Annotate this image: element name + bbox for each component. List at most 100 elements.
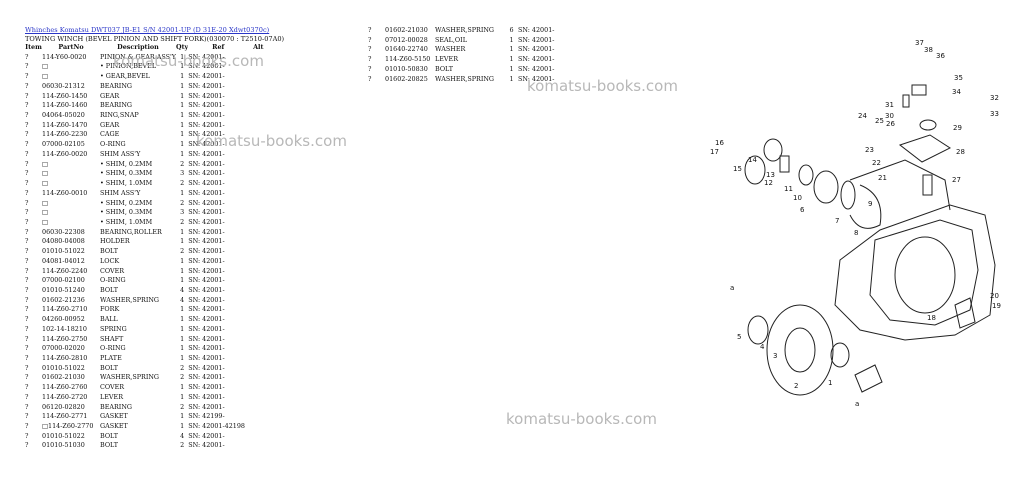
- cell-qty: 1: [180, 256, 185, 265]
- cell-partno: 04080-04008: [42, 237, 85, 246]
- cell-partno: 114-Y60-0020: [42, 52, 87, 61]
- cell-partno: 07000-02105: [42, 140, 85, 149]
- cell-ref: SN: 42001-: [188, 334, 225, 343]
- cell-alt: [248, 422, 268, 432]
- cell-description: GASKET: [100, 422, 128, 431]
- cell-item: ?: [25, 441, 29, 450]
- cell-description: LOCK: [100, 256, 120, 265]
- cell-alt: [248, 150, 268, 160]
- callout-label: 7: [835, 217, 839, 225]
- cell-qty: 1: [180, 101, 185, 110]
- cell-partno: 01010-51030: [42, 441, 85, 450]
- cell-qty: 1: [180, 91, 185, 100]
- callout-label: 15: [733, 165, 742, 173]
- cell-qty: 1: [180, 315, 185, 324]
- cell-alt: [248, 296, 268, 306]
- cell-description: WASHER: [435, 45, 466, 54]
- cell-description: • SHIM, 1.0MM: [100, 179, 153, 188]
- cell-partno: 04081-04012: [42, 256, 85, 265]
- cell-description: • SHIM, 1.0MM: [100, 217, 153, 226]
- cell-qty: 1: [509, 55, 514, 64]
- cell-item: ?: [25, 91, 29, 100]
- cell-item: ?: [25, 431, 29, 440]
- cell-ref: SN: 42001-: [518, 35, 555, 44]
- cell-qty: 1: [509, 74, 514, 83]
- callout-label: 34: [952, 88, 961, 96]
- housing-inner: [869, 219, 979, 326]
- callout-label: 4: [760, 343, 765, 351]
- cell-item: ?: [368, 74, 372, 83]
- cell-qty: 1: [180, 72, 185, 81]
- cell-description: GASKET: [100, 412, 128, 421]
- cell-item: ?: [25, 373, 29, 382]
- breadcrumb-link[interactable]: Whinches Komatsu DWT037 JB-E1 S/N 42001-…: [25, 26, 270, 34]
- cell-ref: SN: 42001-42198: [188, 422, 245, 431]
- cell-item: ?: [25, 72, 29, 81]
- cell-alt: [248, 228, 268, 238]
- cell-qty: 1: [509, 35, 514, 44]
- part-bevel-gear-large: [766, 304, 834, 396]
- cell-alt: [248, 111, 268, 121]
- cell-description: SHIM ASS'Y: [100, 149, 141, 158]
- part-cage: [744, 155, 766, 185]
- cell-partno: 114-Z60-2771: [42, 412, 88, 421]
- cell-qty: 1: [180, 111, 185, 120]
- cell-partno: 114-Z60-2810: [42, 354, 88, 362]
- cell-description: GEAR: [100, 91, 120, 100]
- page-title: TOWING WINCH (BEVEL PINION AND SHIFT FOR…: [25, 35, 285, 43]
- callout-label: 38: [924, 46, 933, 54]
- part-cover: [898, 134, 952, 163]
- callout-label: 16: [715, 139, 724, 147]
- cell-alt: [248, 208, 268, 218]
- cell-partno: 114-Z60-0010: [42, 188, 88, 197]
- cell-item: ?: [25, 120, 29, 129]
- cell-description: BOLT: [100, 247, 119, 256]
- cell-alt: [248, 247, 268, 257]
- cell-ref: SN: 42001-: [188, 62, 225, 71]
- cell-qty: 6: [509, 26, 514, 34]
- cell-alt: [248, 218, 268, 228]
- cell-description: O-RING: [100, 276, 126, 285]
- cell-partno: □: [42, 62, 49, 71]
- cell-alt: [248, 315, 268, 325]
- cell-qty: 2: [180, 247, 185, 256]
- cell-qty: 1: [180, 276, 185, 285]
- callout-label: 5: [737, 333, 741, 341]
- callout-label: 25: [875, 117, 884, 125]
- cell-ref: SN: 42001-: [188, 276, 225, 285]
- part-holder: [798, 164, 814, 186]
- cell-alt: [248, 267, 268, 277]
- cell-description: • SHIM, 0.3MM: [100, 208, 153, 217]
- cell-description: FORK: [100, 305, 120, 314]
- callout-label: 8: [854, 229, 858, 237]
- callout-label: 17: [710, 148, 719, 156]
- cell-alt: [248, 305, 268, 315]
- cell-item: ?: [25, 247, 29, 256]
- cell-qty: 4: [180, 285, 185, 294]
- cell-ref: SN: 42001-: [188, 140, 225, 149]
- cell-partno: 06030-22308: [42, 227, 85, 236]
- callout-label: 32: [990, 94, 999, 102]
- cell-item: ?: [25, 285, 29, 294]
- cell-alt: [248, 441, 268, 451]
- cell-item: ?: [25, 149, 29, 158]
- housing-bore: [894, 236, 956, 314]
- callout-label: 10: [793, 194, 802, 202]
- cell-partno: 114-Z60-2710: [42, 305, 88, 314]
- cell-ref: SN: 42001-: [188, 130, 225, 139]
